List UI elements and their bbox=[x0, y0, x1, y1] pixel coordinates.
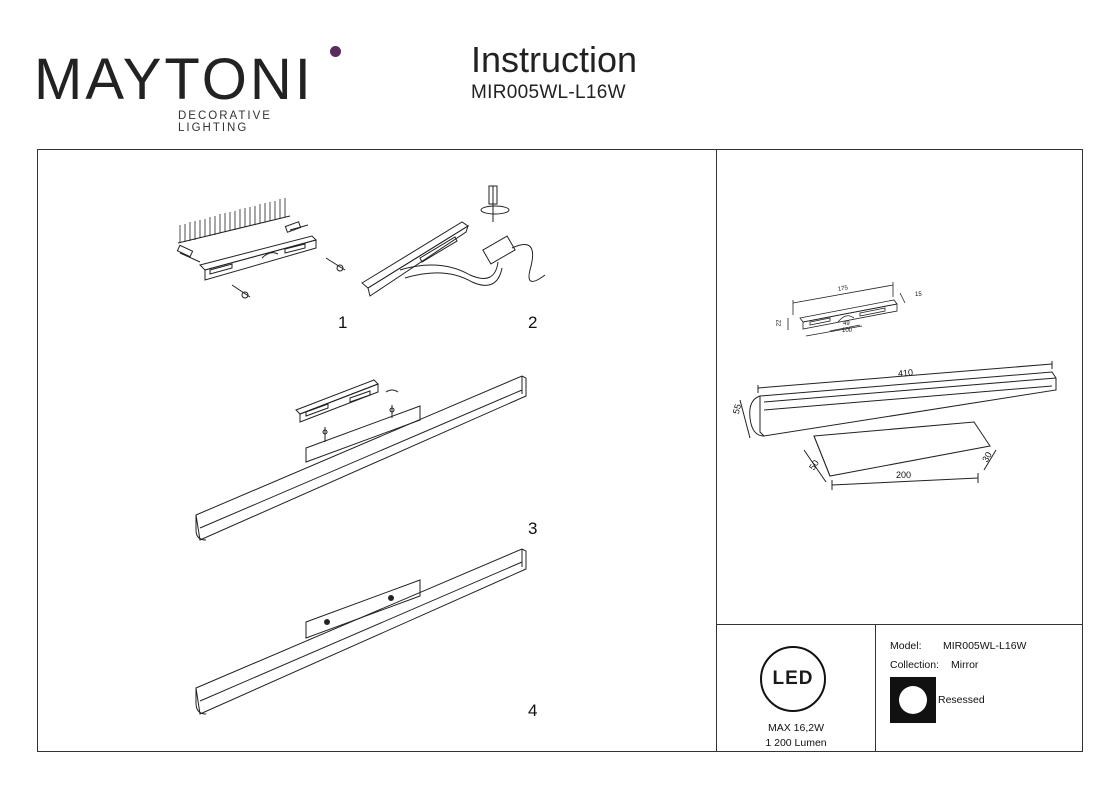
step1-illustration bbox=[176, 198, 346, 299]
dim-base-length: 200 bbox=[896, 470, 912, 480]
step-number-2: 2 bbox=[528, 313, 538, 332]
dim-bracket-hole-b: 100 bbox=[842, 328, 853, 334]
step-number-3: 3 bbox=[528, 519, 538, 538]
spec-collection-value: Mirror bbox=[951, 659, 979, 671]
recessed-mount-icon bbox=[890, 677, 936, 723]
spec-mount-label: Resessed bbox=[938, 694, 985, 706]
dimension-lamp-drawing bbox=[739, 361, 1057, 490]
frame-divider-vertical bbox=[716, 149, 717, 752]
dim-bracket-depth: 15 bbox=[915, 292, 922, 298]
dim-bracket-height: 22 bbox=[776, 319, 783, 327]
led-icon: LED bbox=[760, 646, 826, 712]
spec-model-value: MIR005WL-L16W bbox=[943, 640, 1027, 652]
document-title: Instruction bbox=[471, 39, 638, 80]
document-model: MIR005WL-L16W bbox=[471, 82, 626, 103]
instruction-frame bbox=[37, 149, 1083, 752]
recessed-mount-hole bbox=[899, 686, 927, 714]
dimension-bracket-drawing bbox=[787, 282, 906, 337]
spec-collection-label: Collection: bbox=[890, 659, 940, 671]
led-lumen: 1 200 Lumen bbox=[765, 737, 827, 749]
step3-illustration bbox=[195, 375, 527, 541]
brand-logo: MAYTONI DECORATIVE LIGHTING bbox=[34, 44, 344, 134]
dim-lamp-length: 410 bbox=[897, 367, 914, 379]
brand-dot bbox=[330, 46, 341, 57]
led-label: LED bbox=[772, 668, 814, 689]
dim-bracket-hole-a: 49 bbox=[843, 321, 850, 327]
brand-name: MAYTONI bbox=[34, 47, 314, 112]
frame-divider-horizontal bbox=[716, 624, 1083, 625]
spec-model-label: Model: bbox=[890, 640, 922, 652]
spec-divider bbox=[875, 624, 876, 752]
step2-illustration bbox=[361, 185, 546, 297]
step-number-1: 1 bbox=[338, 313, 348, 332]
step4-illustration bbox=[195, 548, 527, 715]
brand-tagline: DECORATIVE LIGHTING bbox=[178, 110, 272, 134]
step-number-4: 4 bbox=[528, 701, 538, 720]
led-power: MAX 16,2W bbox=[767, 722, 825, 734]
